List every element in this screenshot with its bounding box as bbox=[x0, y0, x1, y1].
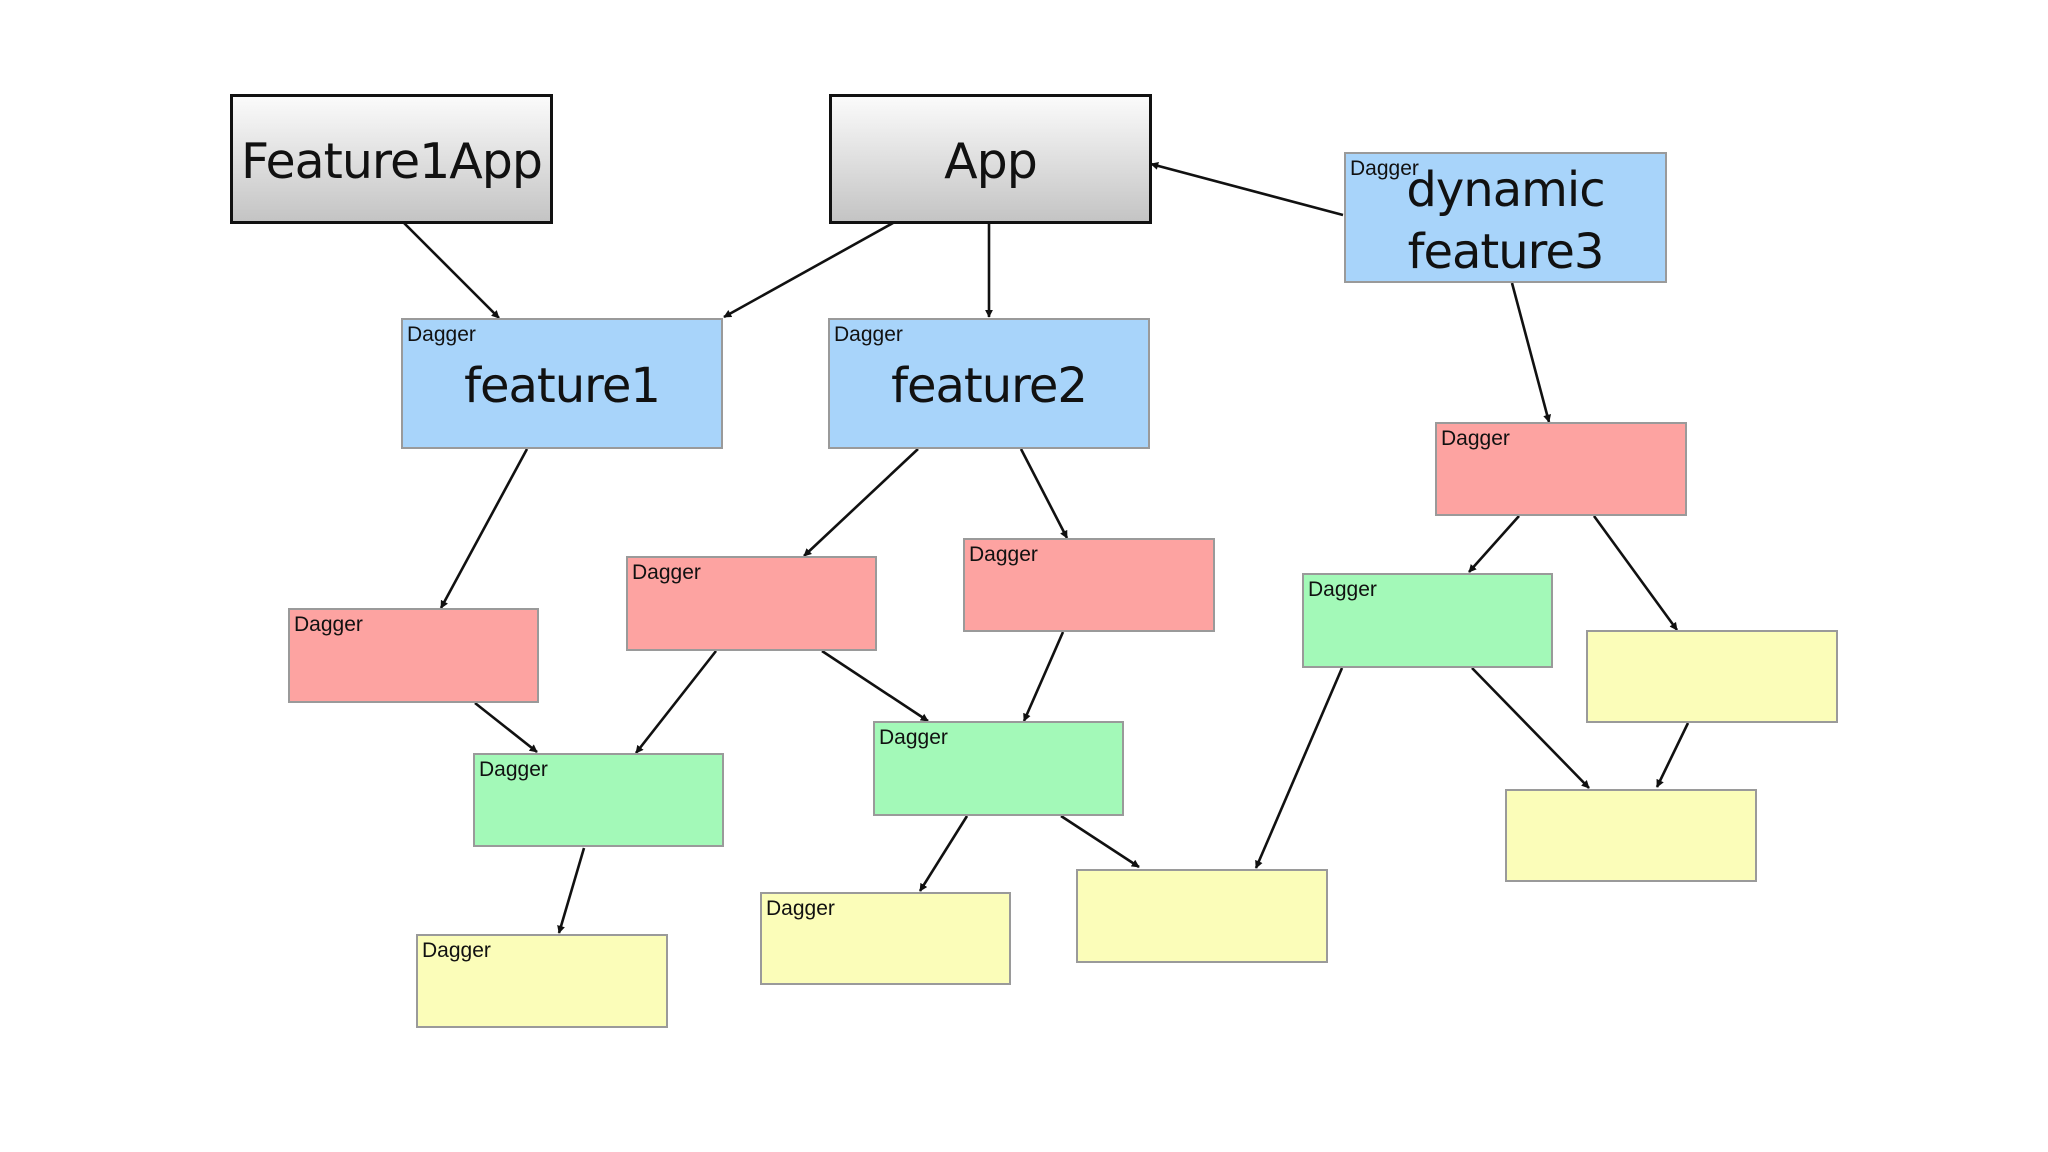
edge-green3-yellowmid bbox=[1254, 667, 1344, 869]
red-subcomponent-feature1: Dagger bbox=[288, 608, 539, 703]
dagger-label: Dagger bbox=[766, 897, 835, 920]
edge-dynamicfeature3-app bbox=[1150, 161, 1344, 217]
node-title: Feature1App bbox=[240, 133, 543, 190]
yellow-subcomponent-1: Dagger bbox=[416, 934, 668, 1028]
red-subcomponent-feature2-right: Dagger bbox=[963, 538, 1215, 632]
dagger-label: Dagger bbox=[969, 543, 1038, 566]
node-title-line2: feature3 bbox=[1407, 224, 1605, 280]
dagger-label: Dagger bbox=[1350, 157, 1419, 180]
green-subcomponent-1: Dagger bbox=[473, 753, 724, 847]
dagger-label: Dagger bbox=[632, 561, 701, 584]
dagger-label: Dagger bbox=[1308, 578, 1377, 601]
edge-green2-yellowmid bbox=[1060, 814, 1140, 869]
node-title: feature1 bbox=[464, 358, 661, 414]
edge-red3-green3 bbox=[1468, 515, 1520, 573]
edge-feature2-redright bbox=[1019, 448, 1069, 539]
dagger-label: Dagger bbox=[879, 726, 948, 749]
feature1app-node: Feature1App bbox=[230, 94, 553, 224]
dagger-label: Dagger bbox=[294, 613, 363, 636]
node-title-line1: dynamic bbox=[1406, 162, 1605, 218]
node-title: feature2 bbox=[891, 358, 1088, 414]
node-title: App bbox=[944, 133, 1038, 190]
edge-redleft-green2 bbox=[821, 649, 929, 723]
dagger-label: Dagger bbox=[422, 939, 491, 962]
edge-red3-yellow-right bbox=[1592, 515, 1679, 631]
edge-green3-yellowbottom bbox=[1471, 667, 1590, 789]
edge-feature1-red bbox=[439, 448, 529, 609]
edge-feature2-redleft bbox=[803, 448, 919, 557]
feature1-component: Dagger feature1 bbox=[401, 318, 723, 449]
dagger-label: Dagger bbox=[407, 323, 476, 346]
edge-green2-yellow2 bbox=[918, 815, 969, 892]
edge-redleft-green1 bbox=[634, 650, 718, 754]
edge-yellowright-yellowbottom bbox=[1655, 722, 1690, 788]
yellow-subcomponent-2: Dagger bbox=[760, 892, 1011, 985]
feature2-component: Dagger feature2 bbox=[828, 318, 1150, 449]
edge-green1-yellow1 bbox=[557, 847, 586, 934]
yellow-subcomponent-5 bbox=[1505, 789, 1757, 882]
edge-red1-green1 bbox=[474, 701, 538, 754]
edge-app-feature1 bbox=[723, 221, 894, 319]
green-subcomponent-2: Dagger bbox=[873, 721, 1124, 816]
edge-feature1app-feature1 bbox=[403, 222, 500, 319]
dagger-label: Dagger bbox=[834, 323, 903, 346]
dynamic-feature3-component: Dagger dynamic feature3 bbox=[1344, 152, 1667, 283]
app-node: App bbox=[829, 94, 1152, 224]
green-subcomponent-3: Dagger bbox=[1302, 573, 1553, 668]
yellow-subcomponent-3 bbox=[1076, 869, 1328, 963]
dagger-label: Dagger bbox=[479, 758, 548, 781]
red-subcomponent-feature2-left: Dagger bbox=[626, 556, 877, 651]
dagger-label: Dagger bbox=[1441, 427, 1510, 450]
yellow-subcomponent-4 bbox=[1586, 630, 1838, 723]
red-subcomponent-feature3: Dagger bbox=[1435, 422, 1687, 516]
edge-redright-green2 bbox=[1022, 631, 1065, 722]
edge-dynamicfeature3-red bbox=[1510, 282, 1552, 423]
